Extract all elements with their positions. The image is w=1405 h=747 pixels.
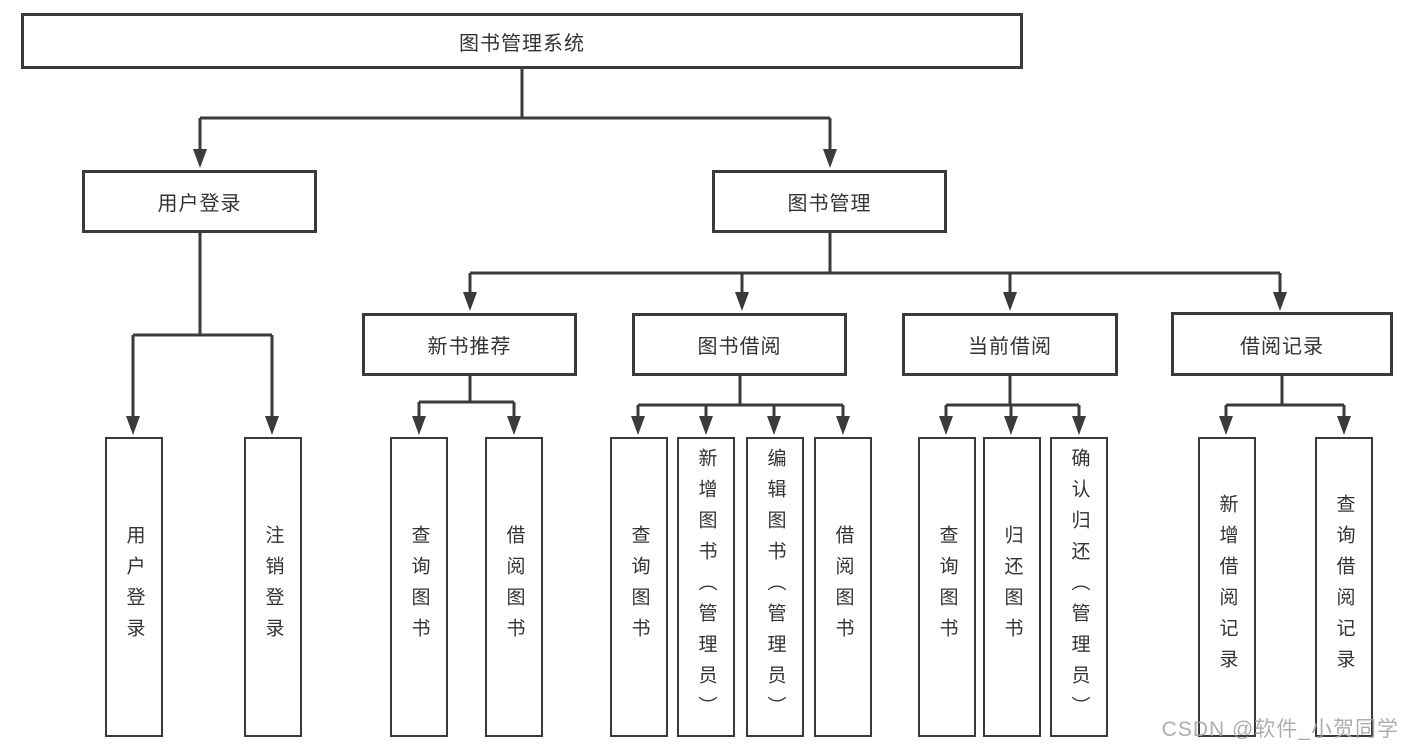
leaf-current-confirm-return-label: 确认归还（管理员） xyxy=(1068,447,1090,727)
leaf-current-query: 查询图书 xyxy=(918,437,976,737)
leaf-record-query-label: 查询借阅记录 xyxy=(1333,494,1355,680)
leaf-logout-label: 注销登录 xyxy=(262,525,284,649)
node-user-login-label: 用户登录 xyxy=(157,193,242,215)
leaf-borrow-edit-book: 编辑图书（管理员） xyxy=(746,437,804,737)
arrowhead-icon xyxy=(631,416,645,435)
node-borrow-records: 借阅记录 xyxy=(1171,312,1393,376)
leaf-user-login-label: 用户登录 xyxy=(123,525,145,649)
arrowhead-icon xyxy=(463,292,477,311)
node-current-borrow-label: 当前借阅 xyxy=(968,336,1052,358)
node-borrow-records-label: 借阅记录 xyxy=(1240,335,1324,358)
node-user-login: 用户登录 xyxy=(82,170,317,233)
arrowhead-icon xyxy=(265,416,279,435)
leaf-borrow-add-book: 新增图书（管理员） xyxy=(677,437,735,737)
node-book-borrow: 图书借阅 xyxy=(632,313,847,376)
arrowhead-icon xyxy=(412,416,426,435)
arrowhead-icon xyxy=(1072,416,1086,435)
arrowhead-icon xyxy=(699,416,713,435)
leaf-newbook-query: 查询图书 xyxy=(390,437,448,737)
leaf-borrow-query: 查询图书 xyxy=(610,437,668,737)
leaf-borrow-query-label: 查询图书 xyxy=(628,525,650,649)
arrowhead-icon xyxy=(939,416,953,435)
node-root: 图书管理系统 xyxy=(21,13,1023,69)
csdn-watermark: CSDN @软件_小贺同学 xyxy=(1161,718,1399,741)
arrowhead-icon xyxy=(836,416,850,435)
leaf-record-query: 查询借阅记录 xyxy=(1315,437,1373,737)
node-book-borrow-label: 图书借阅 xyxy=(697,336,782,358)
node-current-borrow: 当前借阅 xyxy=(902,313,1118,376)
leaf-current-return: 归还图书 xyxy=(983,437,1041,737)
leaf-user-login: 用户登录 xyxy=(105,437,163,737)
node-new-book-recommend: 新书推荐 xyxy=(362,313,577,376)
arrowhead-icon xyxy=(193,149,207,168)
node-book-management-label: 图书管理 xyxy=(787,193,872,215)
arrowhead-icon xyxy=(1003,292,1017,311)
leaf-record-add: 新增借阅记录 xyxy=(1198,437,1256,737)
arrowhead-icon xyxy=(126,416,140,435)
arrowhead-icon xyxy=(1219,416,1233,435)
leaf-record-add-label: 新增借阅记录 xyxy=(1216,494,1238,680)
leaf-borrow-edit-book-label: 编辑图书（管理员） xyxy=(764,447,786,727)
leaf-current-confirm-return: 确认归还（管理员） xyxy=(1050,437,1108,737)
leaf-borrow-book-label: 借阅图书 xyxy=(832,525,854,649)
arrowhead-icon xyxy=(767,416,781,435)
arrowhead-icon xyxy=(823,149,837,168)
leaf-borrow-add-book-label: 新增图书（管理员） xyxy=(695,447,717,727)
arrowhead-icon xyxy=(1004,416,1018,435)
arrowhead-icon xyxy=(507,416,521,435)
arrowhead-icon xyxy=(735,292,749,311)
leaf-newbook-query-label: 查询图书 xyxy=(408,525,430,649)
leaf-borrow-book: 借阅图书 xyxy=(814,437,872,737)
leaf-logout: 注销登录 xyxy=(244,437,302,737)
leaf-current-return-label: 归还图书 xyxy=(1001,525,1023,649)
arrowhead-icon xyxy=(1337,416,1351,435)
connector-edges xyxy=(126,69,1351,435)
leaf-newbook-borrow: 借阅图书 xyxy=(485,437,543,737)
node-new-book-recommend-label: 新书推荐 xyxy=(427,336,512,358)
node-book-management: 图书管理 xyxy=(712,170,947,233)
arrowhead-icon xyxy=(1273,292,1287,311)
leaf-newbook-borrow-label: 借阅图书 xyxy=(503,525,525,649)
node-root-label: 图书管理系统 xyxy=(459,32,585,55)
leaf-current-query-label: 查询图书 xyxy=(936,525,958,649)
